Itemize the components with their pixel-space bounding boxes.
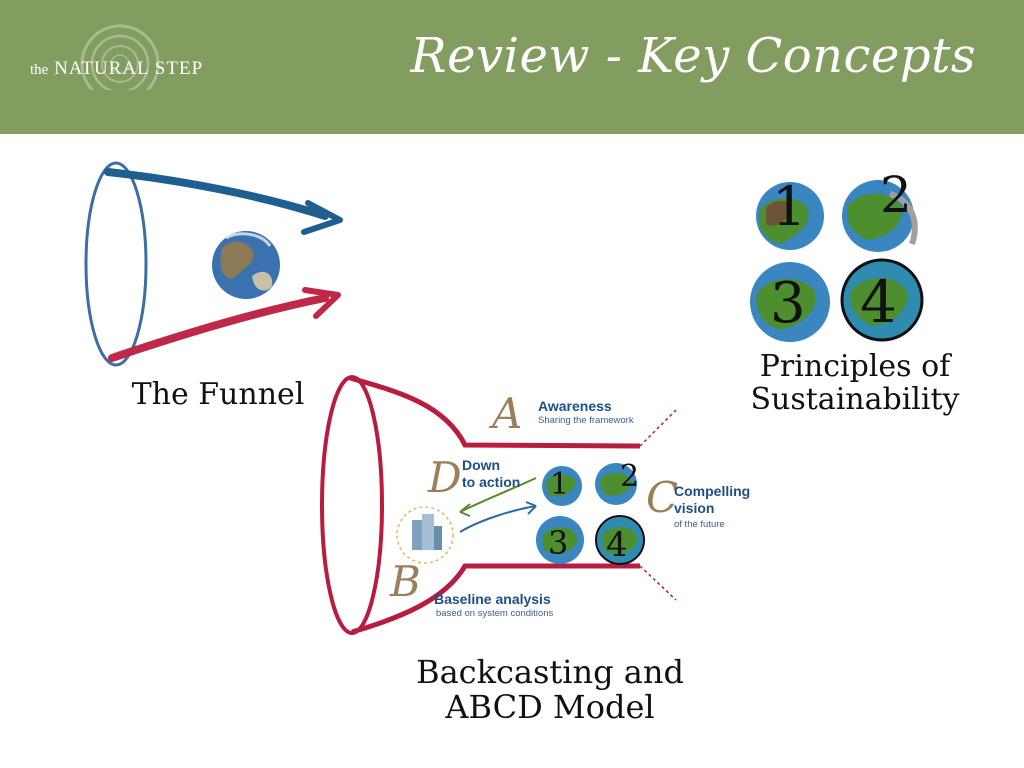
abcd-caption-line1: Backcasting and xyxy=(416,653,684,691)
baseline-title: Baseline analysis xyxy=(434,591,551,607)
letter-d: D xyxy=(427,453,462,502)
awareness-subtitle: Sharing the framework xyxy=(538,415,634,426)
logo-name: NATURAL STEP xyxy=(54,58,204,79)
logo-text: the NATURAL STEP xyxy=(30,58,203,80)
funnel-red-arrowhead xyxy=(302,287,341,319)
mini-number-1: 1 xyxy=(550,467,569,502)
down-title-line2: to action xyxy=(462,474,520,490)
principles-caption-line1: Principles of xyxy=(759,349,951,384)
header-bar: the NATURAL STEP Review - Key Concepts xyxy=(0,0,1024,134)
letter-c: C xyxy=(646,473,678,522)
baseline-subtitle: based on system conditions xyxy=(436,608,553,619)
abcd-caption-line2: ABCD Model xyxy=(445,688,655,727)
funnel-red-arrow xyxy=(108,294,329,362)
logo-prefix: the xyxy=(30,62,49,78)
principle-4-number: 4 xyxy=(860,268,897,336)
principle-3-number: 3 xyxy=(770,271,806,336)
principle-3-earth-icon xyxy=(750,262,830,342)
principle-1-earth-icon xyxy=(756,182,824,250)
principles-caption-line2: Sustainability xyxy=(750,382,960,417)
logo-spiral-icon xyxy=(80,24,160,90)
mini-number-3: 3 xyxy=(548,524,568,562)
compelling-title-line2: vision xyxy=(674,500,714,516)
principle-4-earth-icon xyxy=(840,258,924,342)
principles-diagram: 1 2 3 4 xyxy=(750,166,924,342)
mini-number-2: 2 xyxy=(620,459,639,494)
letter-b: B xyxy=(389,557,421,606)
principle-2-number: 2 xyxy=(880,166,912,224)
awareness-title: Awareness xyxy=(538,398,612,414)
abcd-dashed-bottom xyxy=(639,565,677,601)
abcd-caption: Backcasting and ABCD Model xyxy=(400,653,700,727)
principles-caption: Principles of Sustainability xyxy=(740,350,970,416)
down-title-line1: Down xyxy=(462,457,500,473)
slide-title: Review - Key Concepts xyxy=(410,28,976,84)
funnel-opening-ellipse xyxy=(84,161,148,367)
abcd-dashed-top xyxy=(639,409,677,447)
funnel-diagram xyxy=(84,161,343,367)
letter-a: A xyxy=(488,389,522,438)
principle-1-number: 1 xyxy=(772,175,806,238)
abcd-funnel-top-edge xyxy=(349,375,641,449)
mini-number-4: 4 xyxy=(606,525,628,565)
abcd-funnel-opening-ellipse xyxy=(320,375,384,635)
building-icon xyxy=(412,514,442,550)
action-arrow xyxy=(459,477,537,513)
vision-arrow xyxy=(459,505,537,533)
earth-icon xyxy=(212,231,280,299)
funnel-caption: The Funnel xyxy=(131,377,305,412)
funnel-blue-arrowhead xyxy=(301,200,343,235)
compelling-title-line1: Compelling xyxy=(674,483,750,499)
compelling-subtitle: of the future xyxy=(674,519,725,530)
abcd-funnel-bottom-edge xyxy=(351,563,640,635)
abcd-diagram: 1 2 3 4 A D C B Awareness Sharing the fr… xyxy=(320,375,750,635)
principle-2-earth-icon xyxy=(842,180,918,252)
funnel-blue-arrow xyxy=(104,168,329,220)
baseline-circle xyxy=(396,506,454,564)
